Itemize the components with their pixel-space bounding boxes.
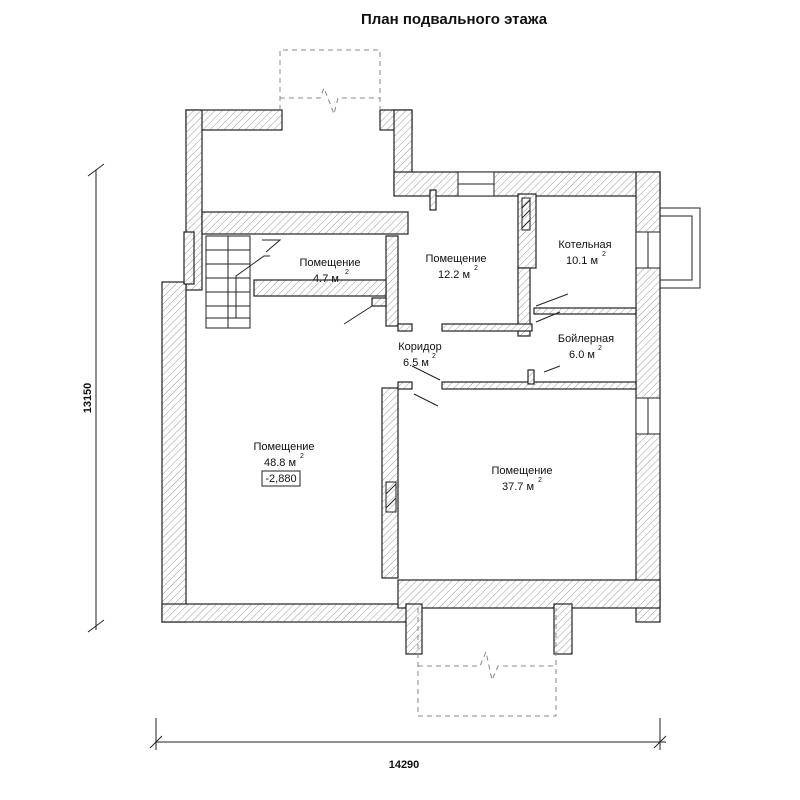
room-name: Коридор	[398, 341, 441, 353]
svg-text:48.8 м: 48.8 м	[264, 457, 296, 469]
svg-text:12.2 м: 12.2 м	[438, 269, 470, 281]
door-swings	[343, 293, 569, 407]
area-unit-power: 2	[474, 265, 478, 272]
room-label: Помещение 48.8 м 2 -2,880	[253, 441, 315, 487]
room-area: 6.5	[403, 357, 418, 369]
svg-text:6.5 м: 6.5 м	[403, 357, 429, 369]
svg-text:6.0 м: 6.0 м	[569, 349, 595, 361]
svg-text:37.7 м: 37.7 м	[502, 481, 534, 493]
room-name: Котельная	[558, 239, 611, 251]
svg-text:10.1 м: 10.1 м	[566, 255, 598, 267]
light-well	[660, 207, 701, 289]
area-unit-power: 2	[300, 453, 304, 460]
dimension-height: 13150	[82, 383, 94, 414]
area-unit: м	[288, 457, 296, 469]
room-label: Помещение 4.7 м 2	[299, 257, 360, 285]
room-name: Помещение	[425, 253, 486, 265]
room-label: Помещение 12.2 м 2	[425, 253, 486, 281]
room-name: Бойлерная	[558, 333, 614, 345]
area-unit: м	[331, 273, 339, 285]
dimension-lines	[87, 163, 667, 750]
room-area: 10.1	[566, 255, 587, 267]
room-area: 4.7	[313, 273, 328, 285]
area-unit: м	[590, 255, 598, 267]
room-name: Помещение	[299, 257, 360, 269]
level-mark-box	[261, 470, 301, 487]
area-unit-power: 2	[538, 477, 542, 484]
interior-walls	[253, 189, 637, 579]
windows	[457, 171, 661, 435]
room-area: 48.8	[264, 457, 285, 469]
room-label: Коридор 6.5 м 2	[398, 341, 441, 369]
area-unit: м	[421, 357, 429, 369]
room-label: Котельная 10.1 м 2	[558, 239, 611, 267]
area-unit-power: 2	[432, 353, 436, 360]
area-unit-power: 2	[598, 345, 602, 352]
area-unit: м	[587, 349, 595, 361]
room-label: Помещение 37.7 м 2	[491, 465, 552, 493]
dimension-width: 14290	[389, 759, 420, 771]
room-name: Помещение	[491, 465, 552, 477]
room-label: Бойлерная 6.0 м 2	[558, 333, 614, 361]
level-mark: -2,880	[265, 473, 296, 485]
area-unit-power: 2	[345, 269, 349, 276]
room-area: 37.7	[502, 481, 523, 493]
porches	[279, 49, 557, 717]
svg-text:4.7 м: 4.7 м	[313, 273, 339, 285]
plan-title: План подвального этажа	[361, 11, 548, 28]
staircase	[205, 235, 282, 329]
room-area: 12.2	[438, 269, 459, 281]
area-unit: м	[526, 481, 534, 493]
area-unit: м	[462, 269, 470, 281]
area-unit-power: 2	[602, 251, 606, 258]
room-area: 6.0	[569, 349, 584, 361]
room-name: Помещение	[253, 441, 314, 453]
vent-ducts	[385, 197, 531, 513]
